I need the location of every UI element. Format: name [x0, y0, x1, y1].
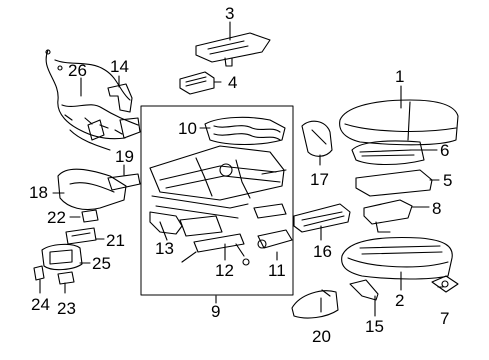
part-19-trim [107, 173, 141, 191]
part-2-pan [341, 237, 453, 280]
part-26-harness [45, 49, 141, 151]
callout-5: 5 [443, 171, 453, 190]
part-4-module [179, 71, 215, 95]
callout-6: 6 [440, 141, 450, 160]
callout-25: 25 [92, 254, 111, 273]
part-6-pad [351, 140, 425, 165]
part-1-cushion [339, 99, 459, 146]
part-13-bracket [149, 211, 183, 235]
part-10-spring-mat [204, 116, 286, 145]
callout-14: 14 [110, 57, 129, 76]
part-8-bracket [363, 199, 413, 233]
part-17-cover [301, 120, 333, 157]
part-7-clip [431, 275, 459, 293]
callout-7: 7 [440, 309, 450, 328]
part-14-bracket [107, 83, 133, 113]
part-25-bezel [41, 243, 83, 271]
callout-23: 23 [57, 299, 76, 318]
part-5-heater [355, 169, 433, 197]
track-rails [179, 203, 287, 237]
callout-12: 12 [215, 261, 234, 280]
part-18-trim [57, 168, 127, 211]
part-12-motor [181, 233, 250, 266]
part-24-knob [33, 265, 45, 281]
callout-8: 8 [432, 199, 442, 218]
callout-13: 13 [155, 239, 174, 258]
callout-2: 2 [395, 291, 405, 310]
callout-11: 11 [268, 261, 286, 280]
seat-frame [149, 145, 287, 219]
part-16-shield [293, 203, 351, 233]
part-22-switch [81, 209, 99, 223]
callout-22: 22 [47, 208, 66, 227]
part-15-bracket [349, 279, 379, 301]
callout-18: 18 [29, 183, 48, 202]
callout-21: 21 [106, 231, 125, 250]
callout-4: 4 [228, 73, 238, 92]
part-21-switch [65, 227, 97, 245]
callout-15: 15 [365, 317, 384, 336]
callout-3: 3 [225, 4, 235, 23]
callout-17: 17 [310, 170, 329, 189]
callout-24: 24 [31, 295, 50, 314]
part-23-knob [57, 271, 75, 285]
callout-20: 20 [312, 327, 331, 346]
part-20-cover [291, 289, 339, 319]
callout-19: 19 [115, 147, 134, 166]
assembly-frame-box [140, 105, 294, 296]
part-11-motor [257, 229, 293, 249]
callout-26: 26 [68, 61, 87, 80]
callout-10: 10 [178, 119, 197, 138]
callout-9: 9 [211, 302, 221, 321]
callout-1: 1 [395, 67, 405, 86]
part-3-plate [195, 32, 271, 67]
callout-16: 16 [313, 242, 332, 261]
